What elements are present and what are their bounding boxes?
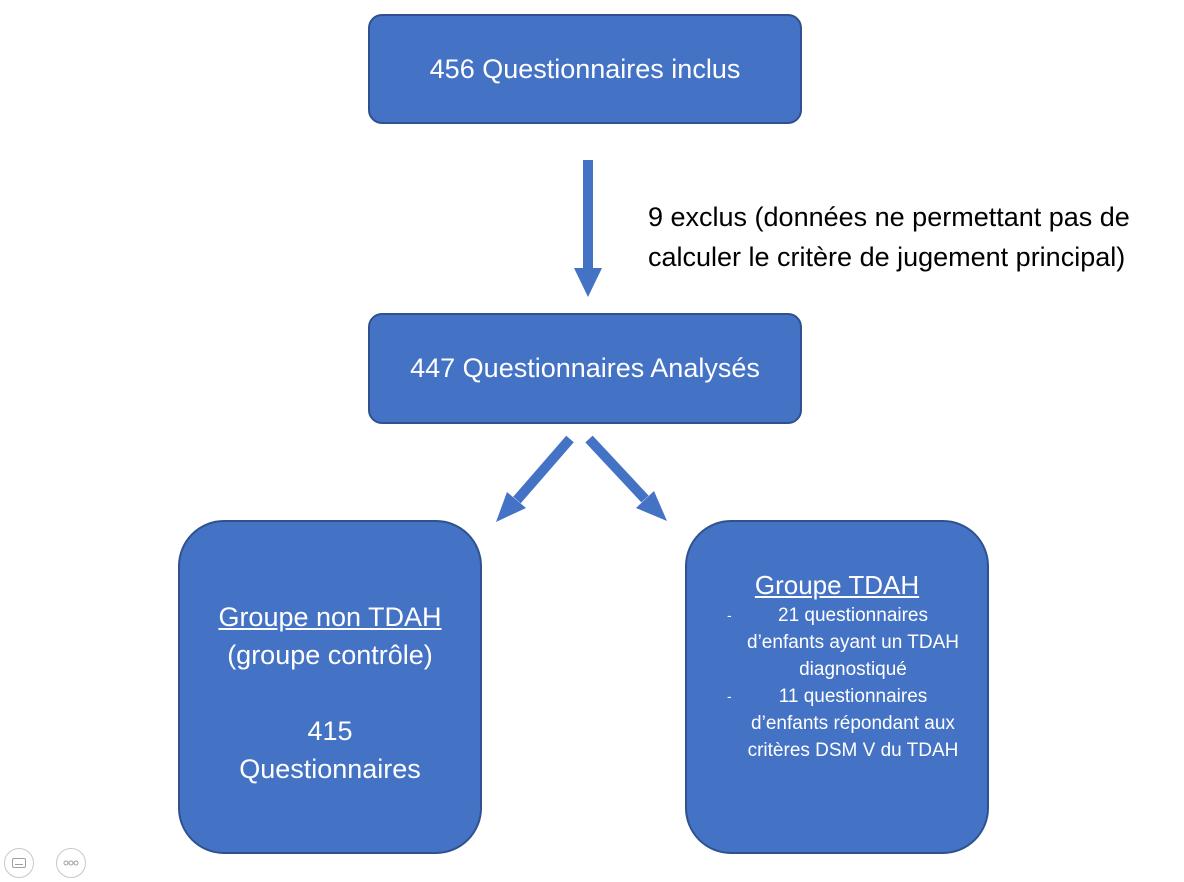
list-item-text: 11 questionnaires d’enfants répondant au…	[747, 686, 959, 761]
included-questionnaires-label: 456 Questionnaires inclus	[429, 53, 741, 84]
arrow-down-right	[585, 435, 667, 521]
arrow-down	[574, 160, 602, 297]
adhd-group-box: Groupe TDAH - 21 questionnaires d’enfant…	[685, 520, 989, 854]
list-bullet: -	[727, 688, 732, 704]
list-item: - 21 questionnaires d’enfants ayant un T…	[687, 602, 987, 683]
exclusion-note: 9 exclus (données ne permettant pas de c…	[648, 197, 1184, 277]
non-adhd-group-subtitle: (groupe contrôle)	[227, 640, 433, 670]
arrow-down-left	[496, 435, 574, 522]
more-options-icon[interactable]	[56, 848, 86, 878]
non-adhd-group-box: Groupe non TDAH (groupe contrôle) 415 Qu…	[178, 520, 482, 854]
non-adhd-group-count: 415	[307, 716, 353, 746]
included-questionnaires-box: 456 Questionnaires inclus	[368, 14, 802, 124]
exclusion-note-line1: 9 exclus (données ne permettant pas de	[648, 202, 1130, 232]
analyzed-questionnaires-box: 447 Questionnaires Analysés	[368, 313, 802, 424]
list-bullet: -	[727, 607, 732, 623]
exclusion-note-line2: calculer le critère de jugement principa…	[648, 242, 1126, 272]
non-adhd-group-count-label: Questionnaires	[239, 754, 421, 784]
subtitles-icon[interactable]	[4, 848, 34, 878]
list-item: - 11 questionnaires d’enfants répondant …	[687, 683, 987, 764]
adhd-group-list: - 21 questionnaires d’enfants ayant un T…	[687, 602, 987, 764]
list-item-text: 21 questionnaires d’enfants ayant un TDA…	[747, 605, 959, 680]
adhd-group-title: Groupe TDAH	[754, 570, 920, 600]
analyzed-questionnaires-label: 447 Questionnaires Analysés	[410, 353, 760, 383]
non-adhd-group-title: Groupe non TDAH	[218, 602, 442, 632]
